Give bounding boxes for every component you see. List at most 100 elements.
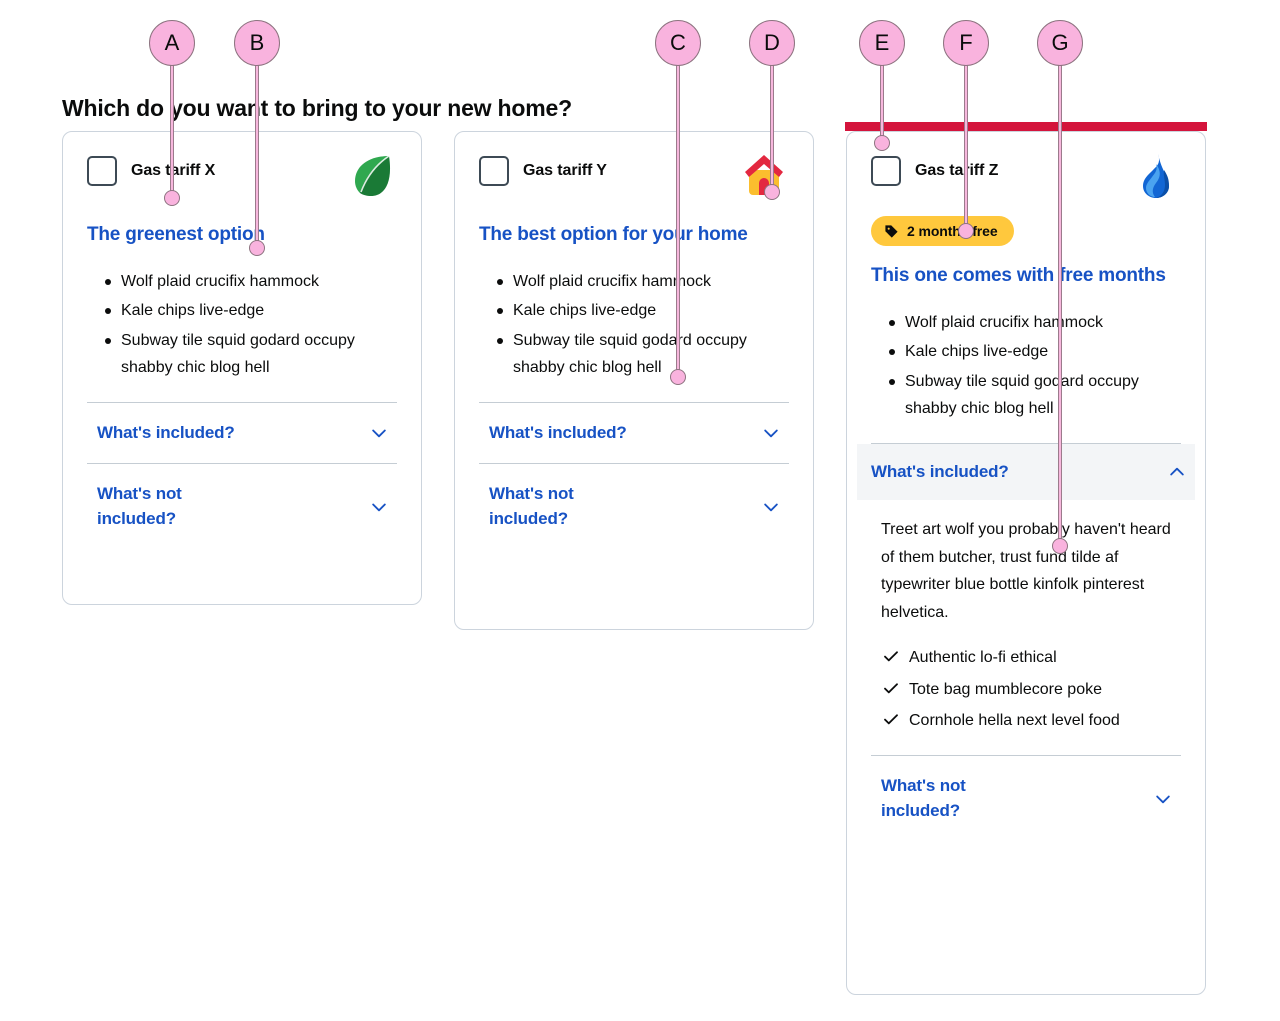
annotation-stem — [964, 60, 968, 231]
recommended-highlight-bar — [845, 122, 1207, 131]
list-item: Cornhole hella next level food — [881, 707, 1181, 735]
list-item: Tote bag mumblecore poke — [881, 676, 1181, 704]
accordion-group: What's included? Treet art wolf you prob… — [857, 442, 1195, 842]
feature-list: Wolf plaid crucifix hammock Kale chips l… — [87, 268, 397, 382]
accordion-group: What's included? What's not included? — [479, 401, 789, 550]
card-header: Gas tariff Y — [479, 154, 789, 200]
tariff-card-gas-tariff-x[interactable]: Gas tariff X The greenest option Wolf pl… — [62, 131, 422, 605]
annotation-endpoint — [958, 223, 974, 239]
check-icon — [883, 648, 899, 664]
tariff-card-gas-tariff-y[interactable]: Gas tariff Y The best option for your ho… — [454, 131, 814, 630]
accordion-toggle-whats-not-included[interactable]: What's not included? — [871, 756, 1181, 841]
accordion-whats-not-included: What's not included? — [871, 754, 1181, 841]
annotation-stem — [770, 60, 774, 192]
card-header: Gas tariff Z — [871, 154, 1181, 200]
annotation-marker-f: F — [943, 20, 989, 245]
accordion-toggle-whats-included[interactable]: What's included? — [87, 403, 397, 464]
accordion-body: Treet art wolf you probably haven't hear… — [871, 500, 1181, 755]
annotation-marker-b: B — [234, 20, 280, 262]
annotation-label: D — [749, 20, 795, 66]
annotation-label: F — [943, 20, 989, 66]
check-icon — [883, 711, 899, 727]
list-item: Wolf plaid crucifix hammock — [497, 268, 789, 296]
tariff-subtitle: The best option for your home — [479, 224, 748, 245]
list-item: Authentic lo-fi ethical — [881, 644, 1181, 672]
accordion-toggle-whats-not-included[interactable]: What's not included? — [479, 464, 789, 549]
tariff-checkbox[interactable] — [871, 156, 901, 186]
annotation-marker-e: E — [859, 20, 905, 157]
list-item: Wolf plaid crucifix hammock — [889, 309, 1181, 337]
annotation-label: E — [859, 20, 905, 66]
accordion-body-text: Treet art wolf you probably haven't hear… — [881, 521, 1171, 621]
tariff-checkbox[interactable] — [87, 156, 117, 186]
tag-icon — [884, 224, 899, 239]
annotation-stem — [255, 60, 259, 248]
leaf-icon — [347, 150, 397, 200]
accordion-toggle-whats-not-included[interactable]: What's not included? — [87, 464, 397, 549]
badge-label: 2 months free — [907, 223, 998, 239]
accordion-whats-not-included: What's not included? — [479, 463, 789, 549]
tariff-subtitle: The greenest option — [87, 224, 265, 245]
list-item: Kale chips live-edge — [889, 338, 1181, 366]
included-check-list: Authentic lo-fi ethical Tote bag mumblec… — [881, 644, 1181, 735]
accordion-whats-included: What's included? — [87, 401, 397, 464]
accordion-title: What's included? — [871, 461, 1009, 481]
annotation-endpoint — [1052, 538, 1068, 554]
annotation-label: A — [149, 20, 195, 66]
tariff-subtitle: This one comes with free months — [871, 265, 1166, 286]
accordion-title: What's not included? — [881, 775, 966, 820]
chevron-down-icon[interactable] — [369, 423, 389, 443]
list-item: Subway tile squid godard occupy shabby c… — [889, 368, 1181, 423]
annotation-endpoint — [764, 184, 780, 200]
accordion-title: What's not included? — [97, 484, 182, 528]
annotation-stem — [676, 60, 680, 377]
annotation-marker-g: G — [1037, 20, 1083, 560]
annotation-marker-a: A — [149, 20, 195, 212]
accordion-whats-not-included: What's not included? — [87, 463, 397, 549]
feature-list: Wolf plaid crucifix hammock Kale chips l… — [479, 268, 789, 382]
annotation-endpoint — [670, 369, 686, 385]
tariff-card-gas-tariff-z[interactable]: Gas tariff Z 2 months free This one come… — [846, 131, 1206, 995]
accordion-title: What's included? — [489, 422, 627, 442]
accordion-toggle-whats-included[interactable]: What's included? — [857, 443, 1195, 501]
chevron-down-icon[interactable] — [761, 497, 781, 517]
flame-icon — [1131, 150, 1181, 200]
chevron-down-icon[interactable] — [1153, 789, 1173, 809]
list-item: Subway tile squid godard occupy shabby c… — [105, 327, 397, 382]
annotation-stem — [880, 60, 884, 143]
annotation-stem — [1058, 60, 1062, 546]
check-icon — [883, 680, 899, 696]
list-item-label: Cornhole hella next level food — [909, 712, 1120, 730]
accordion-group: What's included? What's not included? — [87, 401, 397, 550]
accordion-toggle-whats-included[interactable]: What's included? — [479, 403, 789, 464]
list-item-label: Authentic lo-fi ethical — [909, 649, 1057, 667]
annotation-endpoint — [164, 190, 180, 206]
annotation-marker-c: C — [655, 20, 701, 391]
tariff-name: Gas tariff Z — [915, 162, 999, 179]
chevron-up-icon[interactable] — [1167, 462, 1187, 482]
list-item: Kale chips live-edge — [105, 297, 397, 325]
accordion-title: What's not included? — [489, 484, 574, 528]
annotation-endpoint — [874, 135, 890, 151]
accordion-whats-included: What's included? Treet art wolf you prob… — [857, 442, 1195, 755]
tariff-checkbox[interactable] — [479, 156, 509, 186]
annotation-label: B — [234, 20, 280, 66]
annotation-endpoint — [249, 240, 265, 256]
card-header: Gas tariff X — [87, 154, 397, 200]
list-item: Wolf plaid crucifix hammock — [105, 268, 397, 296]
page-title: Which do you want to bring to your new h… — [62, 95, 572, 122]
accordion-whats-included: What's included? — [479, 401, 789, 464]
annotation-label: C — [655, 20, 701, 66]
list-item: Kale chips live-edge — [497, 297, 789, 325]
tariff-name: Gas tariff Y — [523, 162, 607, 179]
chevron-down-icon[interactable] — [369, 497, 389, 517]
annotation-label: G — [1037, 20, 1083, 66]
list-item: Subway tile squid godard occupy shabby c… — [497, 327, 789, 382]
status-badge: 2 months free — [871, 216, 1014, 246]
annotation-stem — [170, 60, 174, 198]
list-item-label: Tote bag mumblecore poke — [909, 680, 1102, 698]
feature-list: Wolf plaid crucifix hammock Kale chips l… — [871, 309, 1181, 423]
accordion-title: What's included? — [97, 422, 235, 442]
chevron-down-icon[interactable] — [761, 423, 781, 443]
